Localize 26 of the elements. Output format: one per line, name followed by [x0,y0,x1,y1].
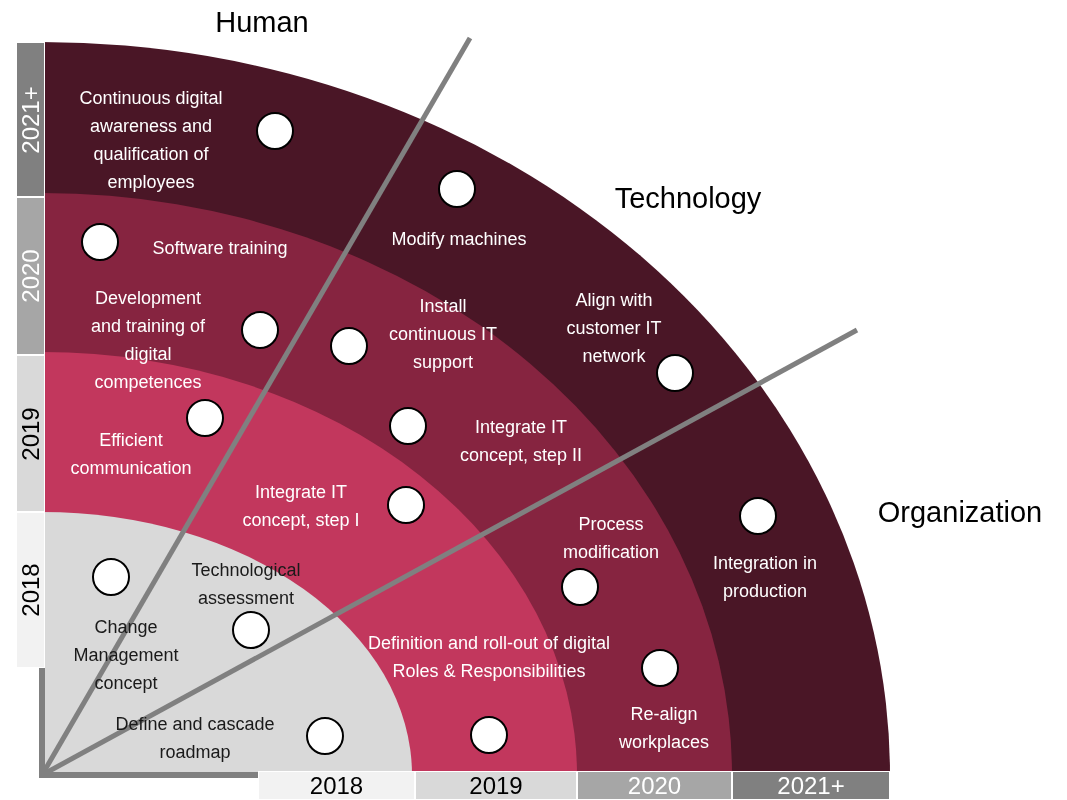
item-text: Define and cascade roadmap [90,710,300,766]
sector-heading: Organization [877,495,1043,529]
sector-heading: Technology [614,181,762,215]
item-text: Integrate IT concept, step II [451,413,591,469]
item-text: Process modification [541,510,681,566]
item-text: Modify machines [369,225,549,253]
item-text: Development and training of digital competences [80,284,216,396]
item-text: Align with customer IT network [549,286,679,370]
item-text: Integration in production [690,549,840,605]
year-label: 2020 [577,771,732,800]
item-text: Install continuous IT support [380,292,506,376]
year-label: 2021+ [16,42,45,197]
item-text: Change Management concept [66,613,186,697]
item-text: Efficient communication [46,426,216,482]
sector-heading: Human [215,5,309,39]
item-text: Integrate IT concept, step I [236,478,366,534]
item-text: Continuous digital awareness and qualification of employees [51,84,251,196]
item-text: Definition and roll-out of digital Roles & Responsibilities [366,629,612,685]
year-label: 2021+ [732,771,890,800]
item-text: Software training [125,234,315,262]
year-label: 2019 [16,355,45,512]
year-label: 2019 [415,771,577,800]
year-label: 2020 [16,197,45,355]
year-label: 2018 [16,512,45,668]
year-label: 2018 [258,771,415,800]
item-text: Re-align workplaces [604,700,724,756]
